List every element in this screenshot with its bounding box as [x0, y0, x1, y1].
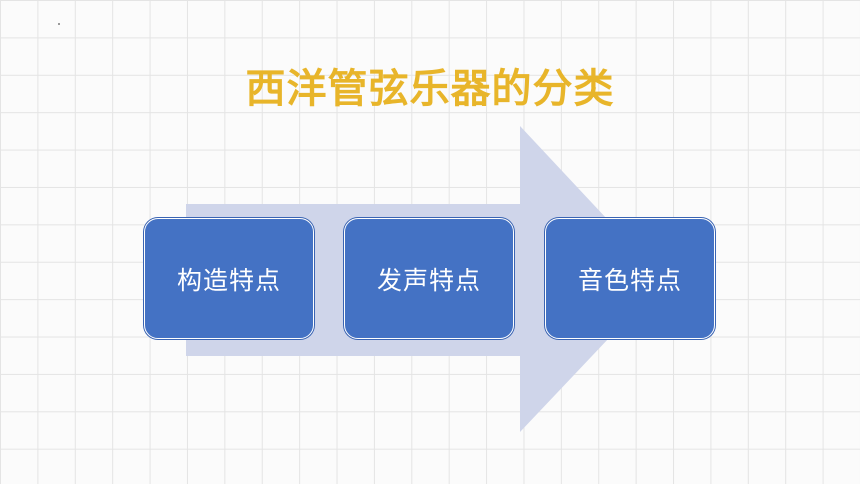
step-label-3: 音色特点: [577, 265, 682, 295]
step-label-2: 发声特点: [376, 265, 481, 295]
step-label-1: 构造特点: [176, 265, 281, 295]
step-box-2: 发声特点: [344, 218, 514, 339]
marker-dot: [58, 23, 60, 25]
slide-title: 西洋管弦乐器的分类: [245, 66, 615, 112]
step-box-1: 构造特点: [144, 218, 314, 339]
step-box-3: 音色特点: [545, 218, 715, 339]
